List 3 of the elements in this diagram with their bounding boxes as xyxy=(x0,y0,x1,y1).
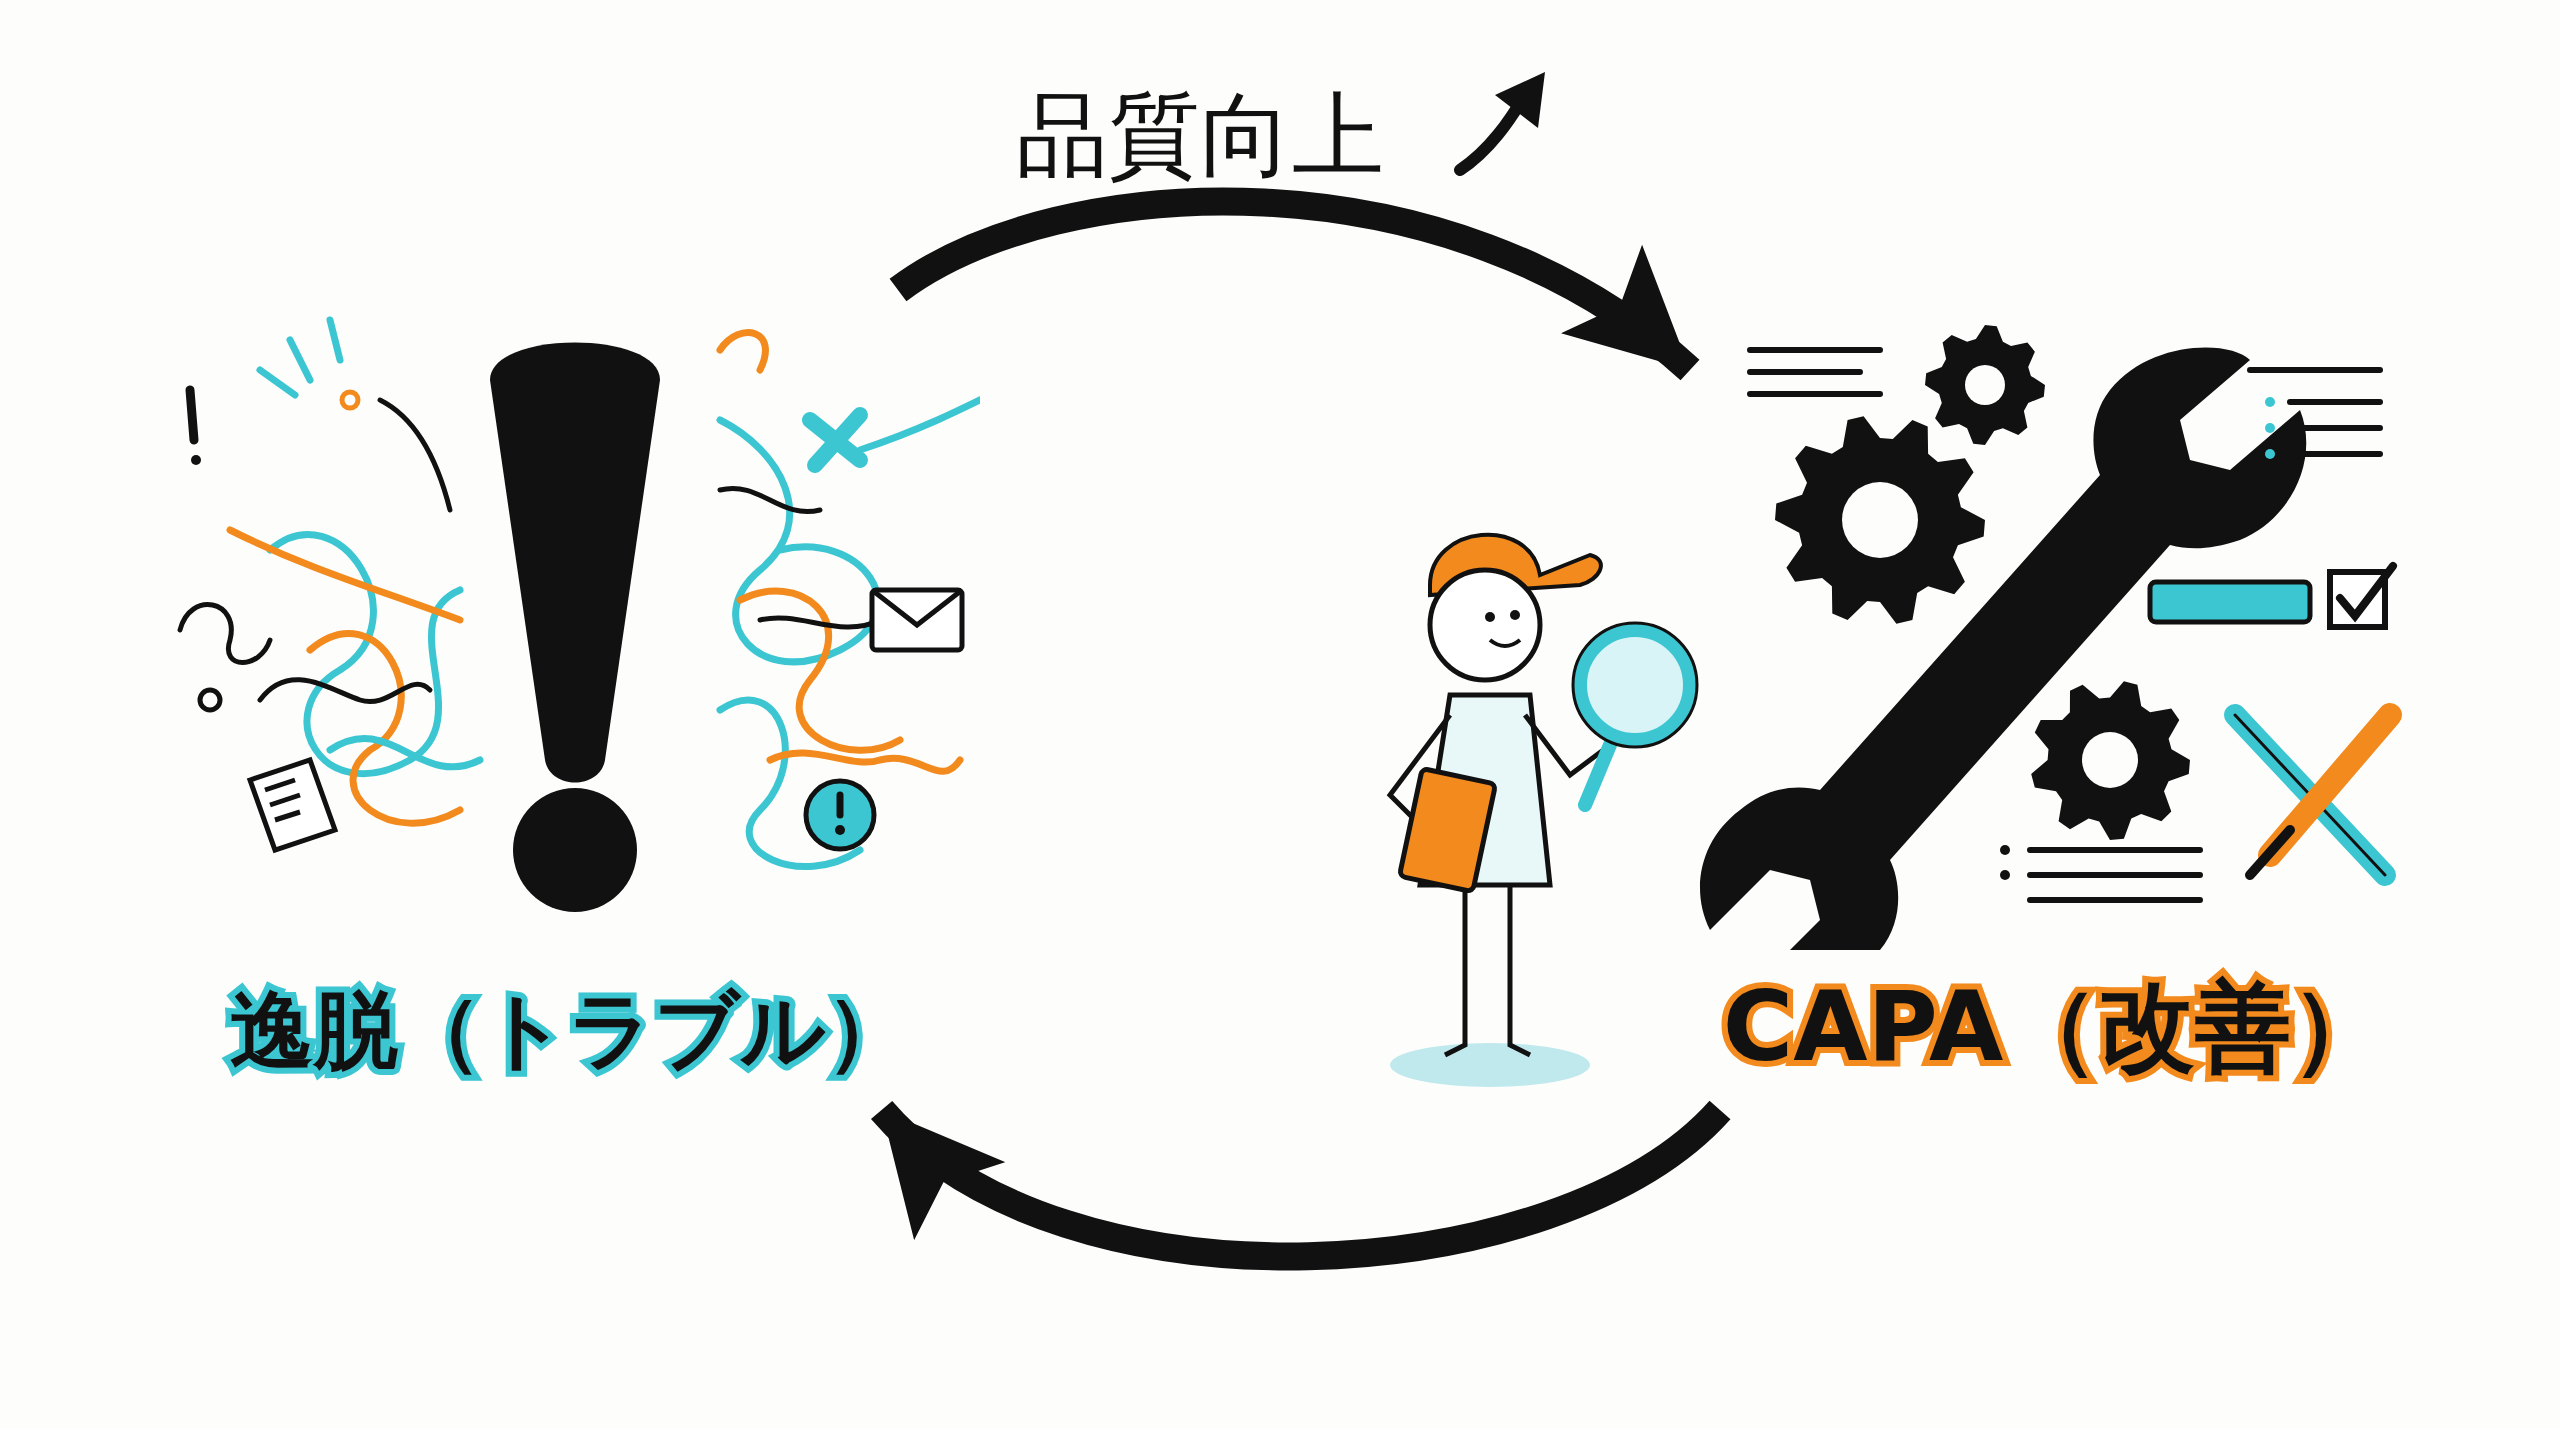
curved-arrow xyxy=(872,1099,1730,1271)
node-title: CAPA（改善） xyxy=(1721,970,2389,1085)
curved-arrow xyxy=(890,188,1699,381)
